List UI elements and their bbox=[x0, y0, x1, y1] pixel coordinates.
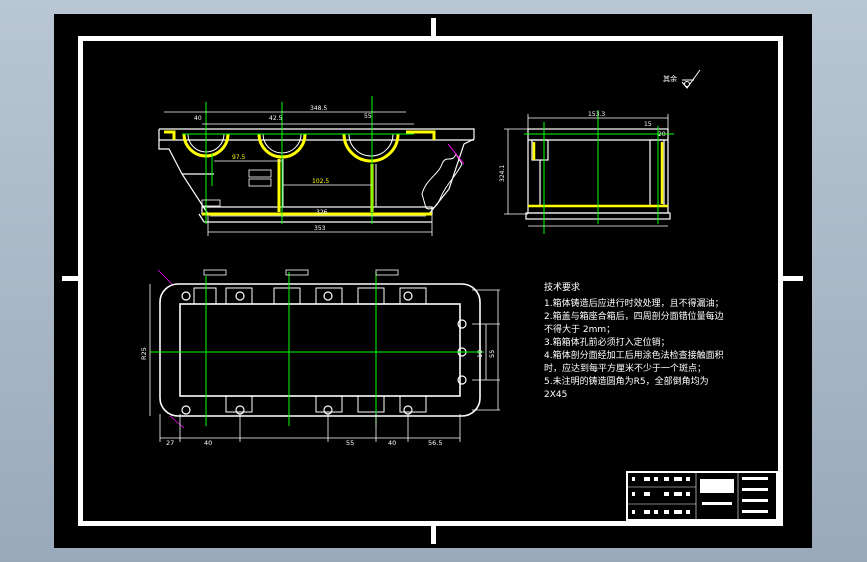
tech-item-7: 2X45 bbox=[544, 390, 567, 400]
drawing-canvas: 其余 bbox=[62, 18, 803, 544]
dim-side-height: 324.1 bbox=[499, 165, 506, 182]
dim-overall-mid: 326 bbox=[316, 209, 328, 216]
tech-title: 技术要求 bbox=[544, 281, 580, 293]
roughness-symbol: 其余 bbox=[663, 69, 701, 89]
dim-overall-bottom: 353 bbox=[314, 225, 326, 232]
dim-side-top-b: 20 bbox=[658, 131, 666, 138]
title-block[interactable] bbox=[626, 471, 778, 521]
dim-plan-bottom-4: 56.5 bbox=[428, 439, 442, 447]
plan-view[interactable]: 27 40 55 40 56.5 19 55 R25 bbox=[140, 269, 500, 447]
tech-item-1: 2.箱盖与箱座合箱后，四周剖分面错位量每边 bbox=[544, 310, 724, 322]
dim-side-width: 153.3 bbox=[588, 111, 605, 118]
roughness-label: 其余 bbox=[663, 74, 677, 83]
dim-plan-right-1: 55 bbox=[488, 350, 496, 358]
dim-plan-bottom-1: 40 bbox=[204, 439, 212, 447]
front-view[interactable]: 348.5 326 353 40 42.5 55 97.5 102.5 bbox=[158, 96, 475, 236]
tech-item-0: 1.箱体铸造后应进行时效处理，且不得漏油； bbox=[544, 297, 724, 309]
dim-inner1: 97.5 bbox=[232, 154, 246, 161]
dim-plan-bottom-2: 55 bbox=[346, 439, 354, 447]
sheet-border bbox=[62, 18, 803, 544]
dim-bore1: 40 bbox=[194, 115, 202, 122]
tech-item-6: 5.未注明的铸造圆角为R5，全部倒角均为 bbox=[544, 375, 709, 387]
dim-side-top-a: 15 bbox=[644, 121, 652, 128]
dim-plan-right-0: 19 bbox=[476, 350, 484, 358]
side-view[interactable]: 153.3 324.1 15 20 bbox=[499, 110, 674, 234]
dim-plan-bottom-0: 27 bbox=[166, 439, 174, 447]
dim-bore3: 55 bbox=[364, 113, 372, 120]
drawing-sheet[interactable]: 其余 bbox=[54, 14, 812, 548]
tech-requirements: 技术要求 1.箱体铸造后应进行时效处理，且不得漏油； 2.箱盖与箱座合箱后，四周… bbox=[544, 281, 724, 400]
dim-inner2: 102.5 bbox=[312, 178, 329, 185]
tech-item-4: 4.箱体剖分面经加工后用涂色法检查接触面积 bbox=[544, 349, 724, 361]
tech-item-5: 时，应达到每平方厘米不少于一个斑点； bbox=[544, 362, 706, 374]
tech-item-2: 不得大于 2mm； bbox=[544, 323, 615, 335]
dim-overall-top: 348.5 bbox=[310, 105, 327, 112]
dim-plan-bottom-3: 40 bbox=[388, 439, 396, 447]
tech-item-3: 3.箱箱体孔前必须打入定位销； bbox=[544, 336, 670, 348]
dim-bore2: 42.5 bbox=[269, 115, 283, 122]
dim-plan-left: R25 bbox=[140, 347, 148, 360]
